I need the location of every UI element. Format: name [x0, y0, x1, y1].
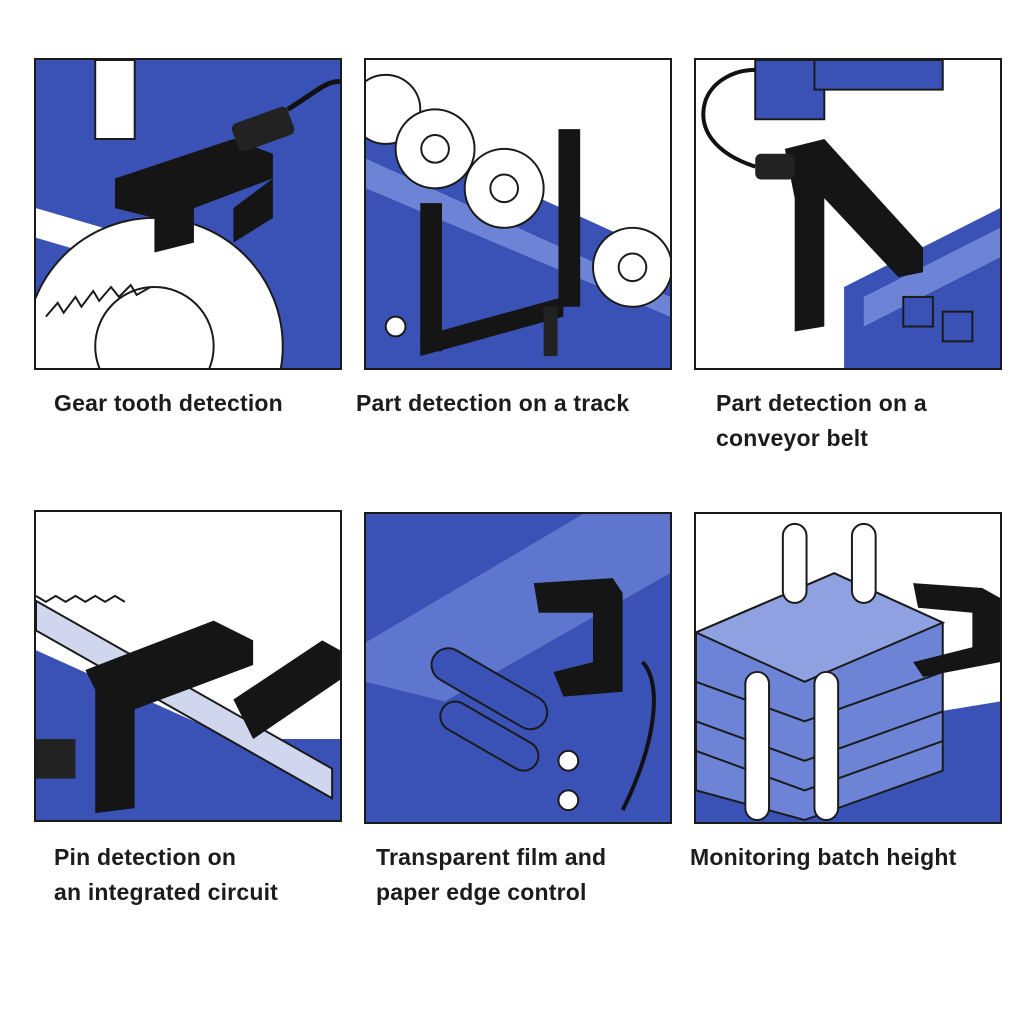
ic-chip-icon [36, 594, 334, 800]
fork-sensor-icon [913, 583, 1000, 677]
film-edge-illustration [366, 514, 670, 822]
caption-line: an integrated circuit [54, 879, 279, 905]
roller-icon [430, 647, 549, 772]
panel-batch-height [694, 512, 1002, 824]
panel-pin-detection-ic [34, 510, 342, 822]
caption-pin-detection-ic: Pin detection on an integrated circuit [54, 840, 374, 910]
caption-line: Gear tooth detection [54, 390, 283, 416]
caption-part-detection-conveyor: Part detection on a conveyor belt [716, 386, 1024, 456]
batch-height-illustration [696, 514, 1000, 822]
caption-line: paper edge control [376, 879, 587, 905]
gear-tooth-illustration [36, 60, 340, 368]
panel-film-edge-control [364, 512, 672, 824]
fork-sensor-icon [755, 138, 924, 332]
caption-line: Part detection on a track [356, 390, 630, 416]
guide-pin-icon [744, 522, 877, 821]
panel-part-detection-track [364, 58, 672, 370]
part-track-illustration [366, 60, 670, 368]
conveyor-illustration [696, 60, 1000, 368]
fork-sensor-icon [114, 79, 340, 253]
caption-line: Pin detection on [54, 844, 237, 870]
caption-line: Part detection on a [716, 390, 927, 416]
caption-line: conveyor belt [716, 425, 869, 451]
caption-line: Monitoring batch height [690, 844, 957, 870]
gear-icon [366, 73, 670, 308]
caption-part-detection-track: Part detection on a track [356, 386, 676, 421]
gear-icon [36, 216, 284, 368]
caption-line: Transparent film and [376, 844, 607, 870]
panel-gear-tooth-detection [34, 58, 342, 370]
caption-batch-height: Monitoring batch height [690, 840, 1010, 875]
fork-sensor-icon [533, 578, 623, 697]
caption-gear-tooth-detection: Gear tooth detection [54, 386, 374, 421]
fork-sensor-icon [85, 620, 340, 814]
panel-part-detection-conveyor [694, 58, 1002, 370]
ic-pin-illustration [36, 512, 340, 820]
caption-film-edge-control: Transparent film and paper edge control [376, 840, 696, 910]
fork-sensor-icon [420, 129, 581, 357]
